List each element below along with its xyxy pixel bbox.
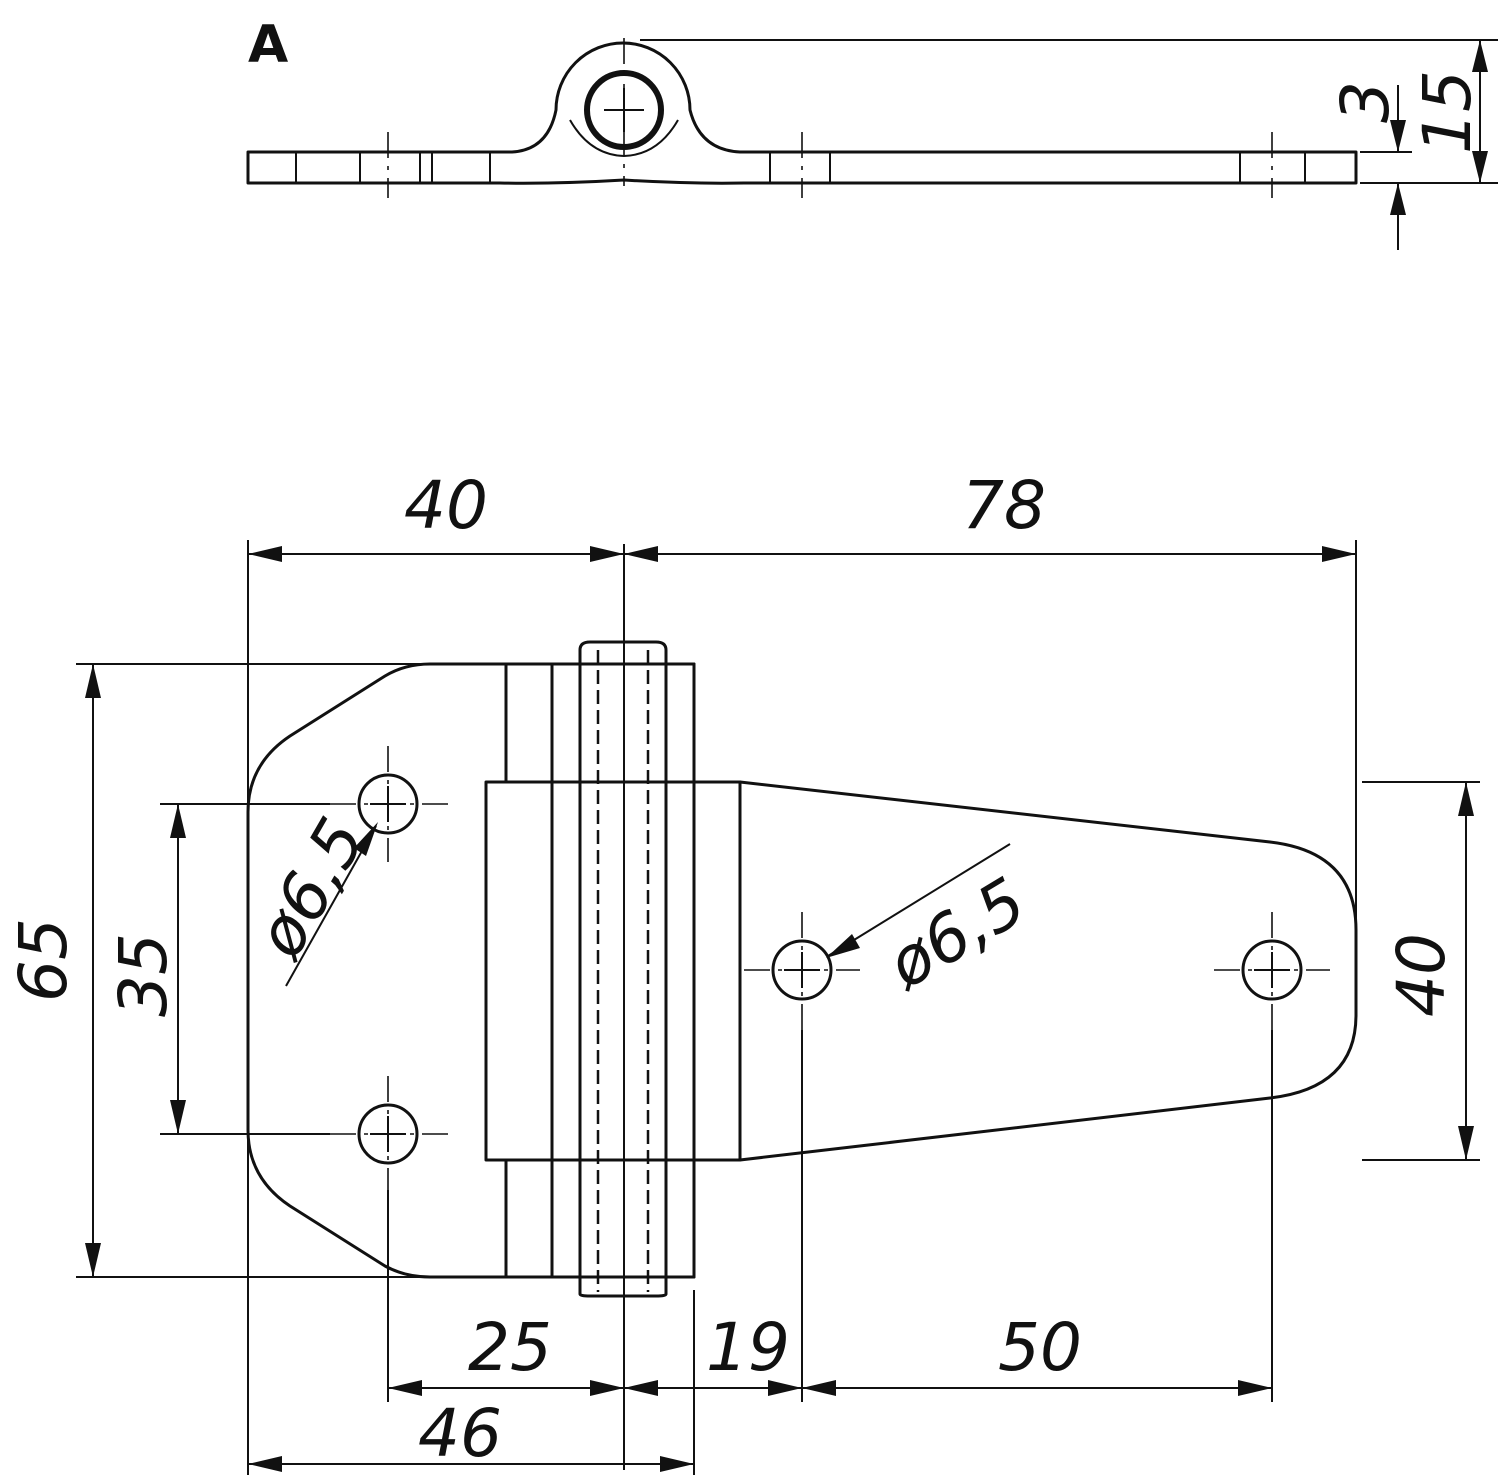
right-leaf-outline	[738, 780, 1358, 1162]
dim-right-40: 40	[1362, 781, 1480, 1161]
dim-3: 3	[1327, 81, 1412, 250]
pin-outline	[578, 640, 668, 1298]
hole-right-1	[744, 912, 860, 1030]
dim-65: 65	[5, 663, 430, 1278]
dim-19-text: 19	[706, 1309, 790, 1386]
dim-40-78: 40 78	[247, 467, 1357, 1475]
dim-15-text: 15	[1409, 70, 1486, 154]
hole-left-bottom	[330, 1076, 448, 1190]
left-leaf-outline	[246, 662, 508, 1279]
hole-left-top	[330, 746, 448, 862]
dim-40-text: 40	[404, 467, 488, 544]
dim-hole-dia-right: ø6,5	[826, 843, 1039, 1004]
right-leaf-knuckle-plate	[484, 780, 742, 1162]
top-view: 40 78 65 35 40	[5, 467, 1480, 1475]
side-view-hole-lines	[295, 132, 1306, 198]
dim-hole-dia-left-text: ø6,5	[241, 806, 381, 971]
dim-65-text: 65	[5, 918, 82, 1002]
dim-hole-dia-right-text: ø6,5	[874, 863, 1039, 1004]
dim-hole-dia-left: ø6,5	[241, 806, 381, 987]
dim-15: 15	[640, 39, 1498, 184]
dim-46-text: 46	[418, 1395, 502, 1472]
dim-35-text: 35	[105, 933, 182, 1017]
view-label: A	[248, 15, 288, 75]
hole-right-2	[1214, 912, 1330, 1030]
dim-50-text: 50	[998, 1309, 1082, 1386]
dim-35: 35	[105, 803, 330, 1135]
dim-78-text: 78	[962, 467, 1046, 544]
dim-25-19-50: 25 19 50	[387, 1030, 1273, 1402]
dim-46: 46	[248, 1290, 695, 1475]
side-view-outline	[246, 41, 1358, 185]
dim-right-40-text: 40	[1383, 933, 1460, 1017]
side-view: A	[246, 15, 1498, 250]
dim-25-text: 25	[468, 1309, 552, 1386]
dim-3-text: 3	[1327, 81, 1404, 123]
